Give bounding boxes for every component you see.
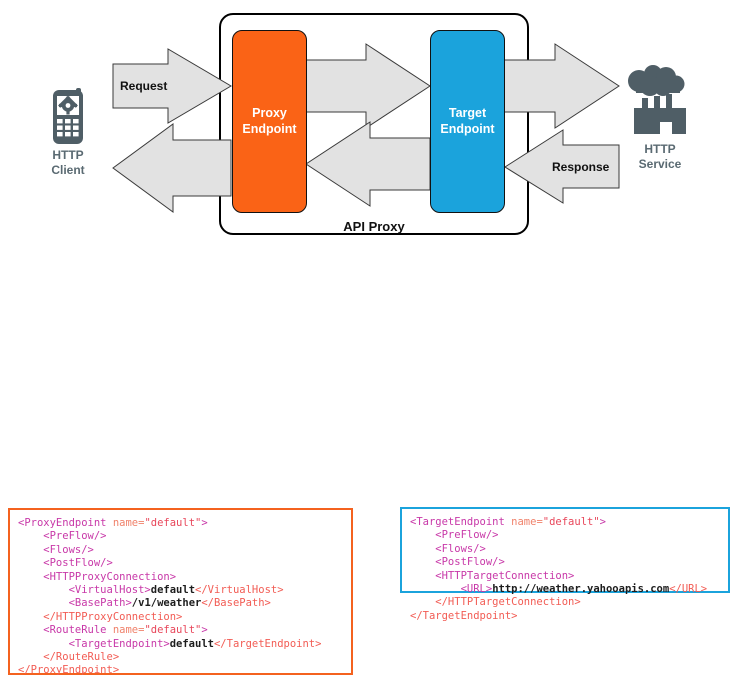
- code-token: <Flows/>: [18, 543, 94, 556]
- response-arrow-proxy-to-client: [112, 123, 232, 213]
- code-token: </BasePath>: [201, 597, 271, 610]
- http-service-caption-line1: HTTP: [644, 142, 676, 156]
- code-line: <PreFlow/>: [18, 530, 343, 543]
- request-arrow-label: Request: [120, 79, 168, 93]
- proxy-endpoint-xml-block[interactable]: <ProxyEndpoint name="default"> <PreFlow/…: [8, 508, 353, 677]
- code-token: </TargetEndpoint>: [213, 637, 322, 650]
- code-line: <TargetEndpoint>default</TargetEndpoint>: [18, 638, 343, 651]
- arrow-layer: [112, 43, 620, 213]
- code-token: "default": [144, 517, 202, 529]
- code-token: <PostFlow/>: [410, 556, 505, 569]
- code-token: default: [169, 637, 214, 650]
- code-line: </HTTPProxyConnection>: [18, 611, 343, 624]
- http-client-caption: HTTP Client: [28, 148, 108, 178]
- proxy-endpoint-label: Proxy Endpoint: [242, 106, 296, 137]
- code-line: </RouteRule>: [18, 651, 343, 664]
- code-token: </VirtualHost>: [195, 584, 284, 597]
- code-line: <BasePath>/v1/weather</BasePath>: [18, 597, 343, 610]
- api-proxy-diagram: API Proxy Proxy Endpoint Target Endpoint…: [0, 0, 737, 250]
- code-line: <TargetEndpoint name="default">: [410, 516, 720, 529]
- code-line: <Flows/>: [18, 544, 343, 557]
- code-line: <Flows/>: [410, 543, 720, 556]
- target-endpoint-label-line1: Target: [448, 105, 487, 120]
- http-client-caption-line1: HTTP: [52, 148, 84, 162]
- http-client-caption-line2: Client: [51, 163, 85, 177]
- factory-cloud-icon: [628, 65, 686, 134]
- code-token: "default": [542, 516, 600, 528]
- code-token: http://weather.yahooapis.com: [492, 583, 670, 596]
- code-line: <PostFlow/>: [410, 556, 720, 569]
- http-service-caption: HTTP Service: [620, 142, 700, 172]
- code-line: <PreFlow/>: [410, 529, 720, 542]
- code-token: >: [201, 517, 208, 529]
- proxy-endpoint-label-line1: Proxy: [252, 105, 287, 120]
- code-token: name=: [112, 624, 145, 637]
- target-endpoint-box[interactable]: Target Endpoint: [430, 30, 505, 213]
- code-blocks-zone: <ProxyEndpoint name="default"> <PreFlow/…: [0, 250, 737, 676]
- target-endpoint-xml-block[interactable]: <TargetEndpoint name="default"> <PreFlow…: [400, 507, 730, 622]
- code-token: "default": [144, 624, 202, 637]
- code-line: <VirtualHost>default</VirtualHost>: [18, 584, 343, 597]
- code-token: </ProxyEndpoint>: [18, 664, 120, 677]
- code-token: </RouteRule>: [18, 651, 120, 664]
- code-line: <RouteRule name="default">: [18, 624, 343, 637]
- code-line: <PostFlow/>: [18, 557, 343, 570]
- code-token: </HTTPTargetConnection>: [410, 596, 581, 609]
- code-line: <HTTPTargetConnection>: [410, 570, 720, 583]
- code-token: </URL>: [669, 583, 708, 596]
- code-line: </HTTPTargetConnection>: [410, 596, 720, 609]
- proxy-endpoint-box[interactable]: Proxy Endpoint: [232, 30, 307, 213]
- code-token: <URL>: [410, 583, 493, 596]
- code-line: </TargetEndpoint>: [410, 610, 720, 623]
- mobile-phone-gear-icon: [53, 88, 83, 144]
- code-line: <ProxyEndpoint name="default">: [18, 517, 343, 530]
- code-token: <HTTPProxyConnection>: [18, 570, 177, 583]
- code-token: <PostFlow/>: [18, 557, 113, 570]
- code-token: >: [599, 516, 606, 528]
- code-token: <BasePath>: [18, 597, 132, 610]
- code-token: <ProxyEndpoint: [18, 517, 113, 529]
- code-token: <TargetEndpoint: [410, 516, 512, 528]
- code-line: <HTTPProxyConnection>: [18, 571, 343, 584]
- request-arrow-client-to-proxy: [112, 48, 232, 124]
- request-arrow-target-to-service: [503, 43, 620, 129]
- code-token: <PreFlow/>: [410, 529, 499, 542]
- code-token: <TargetEndpoint>: [18, 637, 170, 650]
- http-service-caption-line2: Service: [638, 157, 682, 171]
- code-token: <HTTPTargetConnection>: [410, 569, 575, 582]
- code-token: <PreFlow/>: [18, 530, 107, 543]
- target-endpoint-label-line2: Endpoint: [440, 121, 495, 136]
- code-token: default: [150, 584, 196, 597]
- proxy-endpoint-label-line2: Endpoint: [242, 121, 297, 136]
- http-service-icon-wrap: [620, 64, 700, 145]
- api-proxy-label: API Proxy: [343, 219, 405, 234]
- code-token: >: [201, 624, 208, 637]
- code-token: <Flows/>: [410, 542, 486, 555]
- response-arrow-target-to-proxy: [305, 121, 431, 207]
- request-arrow-proxy-to-target: [305, 43, 431, 129]
- response-arrow-service-to-target: [504, 129, 620, 204]
- code-token: name=: [112, 517, 145, 529]
- code-token: <VirtualHost>: [18, 584, 151, 597]
- target-endpoint-label: Target Endpoint: [440, 106, 494, 137]
- code-token: <RouteRule: [18, 624, 113, 637]
- http-client-icon-wrap: [48, 88, 92, 151]
- code-token: name=: [511, 516, 543, 528]
- code-line: <URL>http://weather.yahooapis.com</URL>: [410, 583, 720, 596]
- code-line: </ProxyEndpoint>: [18, 664, 343, 677]
- code-token: </TargetEndpoint>: [410, 609, 518, 622]
- code-token: /v1/weather: [131, 597, 202, 610]
- code-token: </HTTPProxyConnection>: [18, 610, 183, 623]
- response-arrow-label: Response: [552, 160, 610, 174]
